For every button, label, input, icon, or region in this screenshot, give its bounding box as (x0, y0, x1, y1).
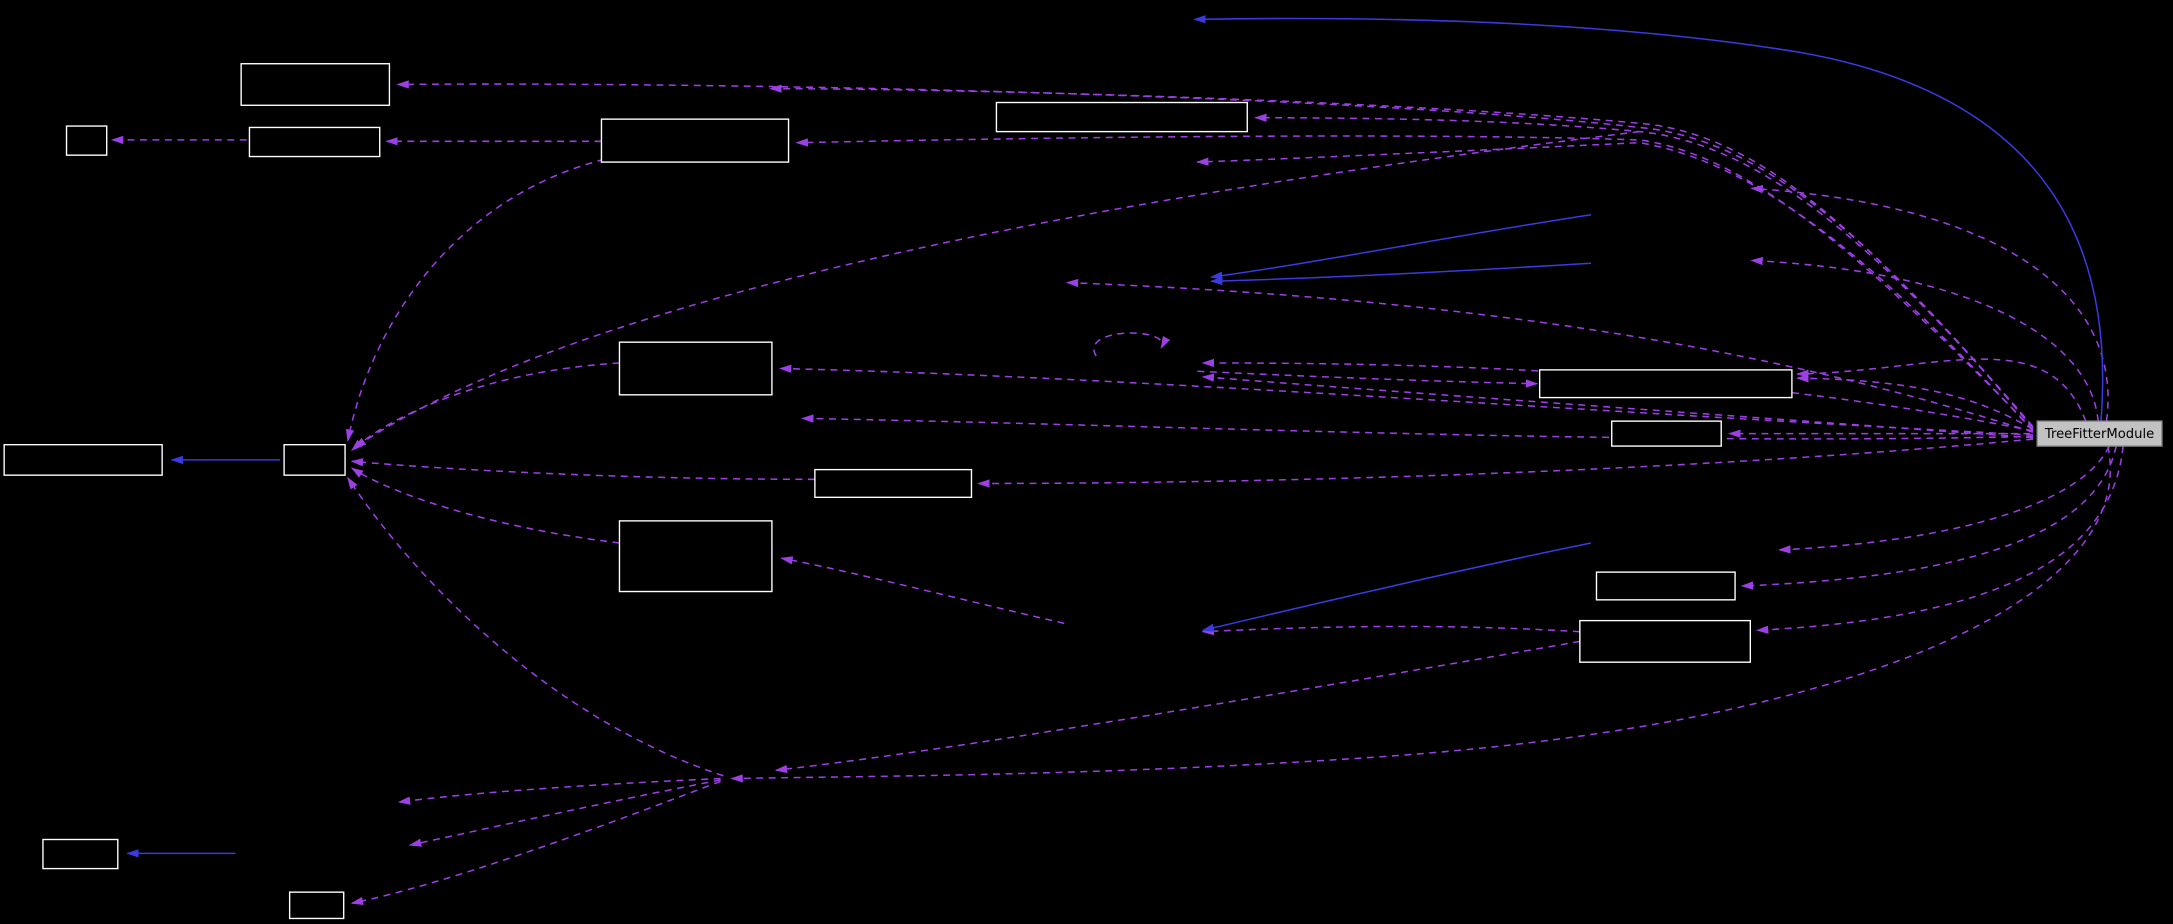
graph-node-n7[interactable] (1538, 369, 1793, 399)
dependency-edge (1750, 184, 2109, 422)
dependency-edge (1201, 625, 1580, 636)
dependency-edge (774, 640, 1580, 774)
graph-node-n2[interactable] (65, 125, 108, 156)
inheritance-edge (1209, 213, 1592, 280)
dependency-edge (350, 458, 815, 481)
graph-node-n16[interactable] (42, 838, 119, 870)
dependency-edge (1201, 373, 2034, 439)
graph-node-n5[interactable] (995, 101, 1248, 133)
dependency-edge (397, 777, 721, 805)
dependency-edge (730, 445, 2111, 783)
nodes-layer: TreeFitterModule (3, 63, 2163, 920)
graph-node-n1[interactable] (240, 63, 391, 106)
graph-node-n4[interactable] (600, 118, 790, 163)
node-box[interactable] (65, 125, 108, 156)
node-box[interactable] (618, 341, 773, 396)
dependency-edge (1254, 113, 2034, 428)
dependency-edge (780, 556, 1065, 625)
dependency-edge (350, 780, 721, 906)
dependency-edge (1065, 278, 2034, 433)
dependency-edge (801, 414, 2034, 440)
node-box[interactable] (283, 443, 346, 476)
inheritance-edge (1193, 15, 2104, 422)
dependency-edge (1750, 256, 2099, 422)
dependency-edge (1778, 445, 2110, 554)
graph-node-treefittermodule[interactable]: TreeFitterModule (2036, 420, 2163, 447)
dependency-edge (795, 135, 2034, 430)
graph-node-n12[interactable] (814, 468, 973, 499)
dependency-edge (1755, 445, 2124, 634)
inheritance-edge (1201, 542, 1592, 632)
node-box[interactable] (1538, 369, 1793, 399)
dependency-edge (345, 158, 605, 442)
node-box[interactable] (3, 443, 163, 476)
graph-node-n6[interactable] (618, 341, 773, 396)
graph-node-n11[interactable] (283, 443, 346, 476)
graph-node-n8[interactable] (1611, 420, 1722, 447)
node-box[interactable] (288, 891, 345, 920)
node-box[interactable] (240, 63, 391, 106)
node-box[interactable] (1579, 619, 1752, 663)
graph-node-n17[interactable] (288, 891, 345, 920)
node-box-highlighted[interactable] (2036, 420, 2163, 447)
node-box[interactable] (995, 101, 1248, 133)
edges-layer (110, 15, 2124, 906)
node-box[interactable] (1595, 571, 1736, 601)
dependency-edge (1195, 141, 2034, 432)
dependency-edge (1796, 358, 2087, 422)
dependency-edge (353, 130, 1640, 449)
node-box[interactable] (248, 126, 381, 158)
dependency-edge (1197, 370, 1539, 388)
inheritance-edge (1209, 262, 1591, 286)
dependency-edge (396, 80, 2034, 429)
graph-node-n15[interactable] (1579, 619, 1752, 663)
graph-node-n3[interactable] (248, 126, 381, 158)
node-box[interactable] (814, 468, 973, 499)
node-box[interactable] (618, 520, 773, 593)
dependency-edge (1796, 374, 2034, 431)
dependency-edge (769, 84, 2034, 429)
node-box[interactable] (42, 838, 119, 870)
graph-node-n10[interactable] (3, 443, 163, 476)
graph-node-n13[interactable] (618, 520, 773, 593)
graph-node-n14[interactable] (1595, 571, 1736, 601)
dependency-edge (778, 364, 2034, 436)
dependency-edge (977, 438, 2034, 488)
dependency-edge (408, 779, 721, 847)
node-box[interactable] (600, 118, 790, 163)
node-box[interactable] (1611, 420, 1722, 447)
dependency-edge (350, 362, 620, 452)
